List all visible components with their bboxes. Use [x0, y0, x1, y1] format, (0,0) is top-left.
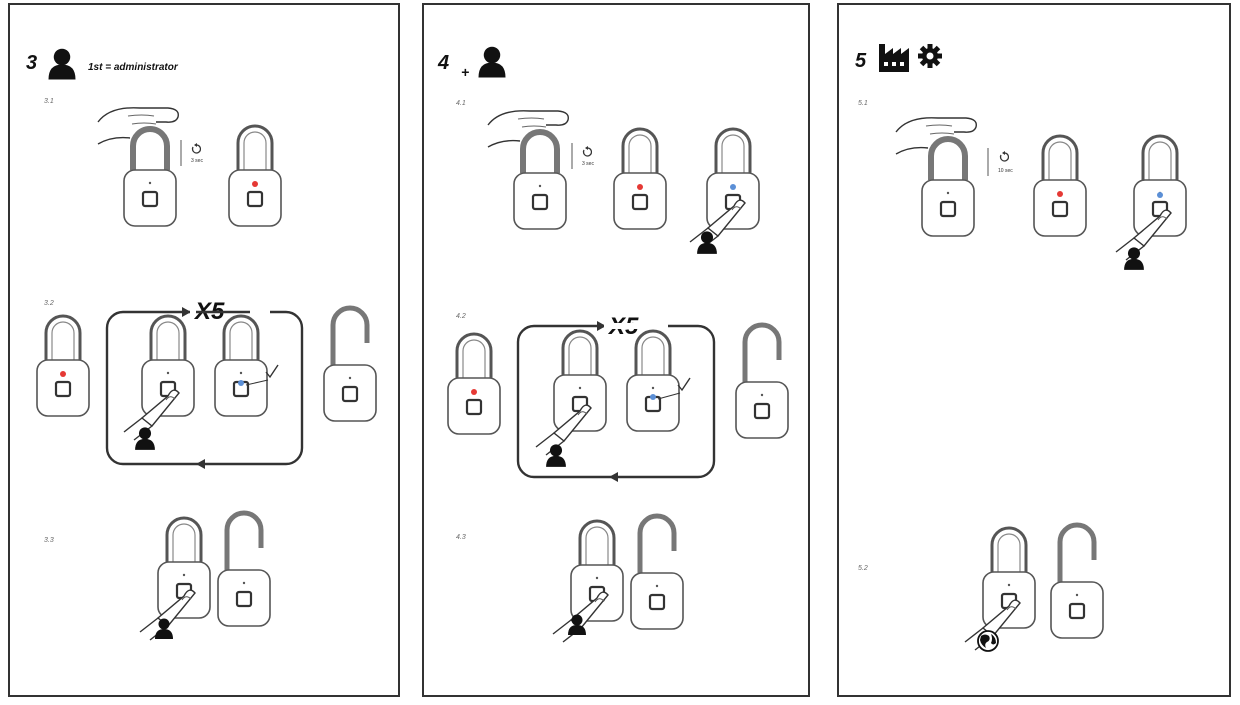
padlock-icon: [1051, 525, 1103, 638]
step-label-3-1: 3.1: [44, 98, 54, 105]
user-icon: [546, 444, 566, 467]
padlock-icon: [922, 139, 974, 236]
step-label-3-3: 3.3: [44, 537, 54, 544]
padlock-icon: [1032, 134, 1088, 238]
blue-led-icon: [650, 394, 656, 400]
blue-led-icon: [238, 380, 244, 386]
administrator-caption: 1st = administrator: [88, 62, 178, 73]
checkmark-icon: [677, 377, 691, 391]
globe-icon: [977, 630, 999, 652]
padlock-icon: [324, 308, 376, 421]
user-icon: [48, 48, 76, 80]
plus-sign: +: [461, 64, 470, 80]
padlock-icon: [213, 314, 269, 418]
padlock-icon: [631, 516, 683, 629]
timer-icon: [999, 150, 1010, 162]
user-icon: [135, 427, 155, 450]
factory-icon: [879, 44, 909, 72]
timer-icon: [582, 145, 593, 157]
padlock-icon: [218, 513, 270, 626]
padlock-icon: [227, 124, 283, 228]
timer-icon: [191, 142, 202, 154]
padlock-icon: [514, 132, 566, 229]
padlock-icon: [446, 332, 502, 436]
timer-label-5: 10 sec: [998, 168, 1013, 174]
step-label-5-2: 5.2: [858, 565, 868, 572]
padlock-icon: [736, 325, 788, 438]
blue-led-icon: [730, 184, 736, 190]
red-led-icon: [1057, 191, 1063, 197]
step-label-3-2: 3.2: [44, 300, 54, 307]
timer-label-3: 3 sec: [191, 158, 203, 164]
step-label-4-3: 4.3: [456, 534, 466, 541]
step-number-3: 3: [26, 52, 38, 74]
step-label-4-2: 4.2: [456, 313, 466, 320]
timer-label-4: 3 sec: [582, 161, 594, 167]
repeat-loop-frame: [105, 310, 304, 466]
padlock-icon: [612, 127, 668, 231]
panel-step-5: [837, 3, 1231, 697]
red-led-icon: [637, 184, 643, 190]
red-led-icon: [252, 181, 258, 187]
step-label-5-1: 5.1: [858, 100, 868, 107]
padlock-icon: [124, 129, 176, 226]
red-led-icon: [471, 389, 477, 395]
step-number-5: 5: [855, 50, 867, 72]
step-number-4: 4: [438, 52, 450, 74]
padlock-icon: [625, 329, 681, 433]
user-icon: [478, 46, 506, 78]
gear-icon: [918, 44, 942, 68]
blue-led-icon: [1157, 192, 1163, 198]
red-led-icon: [60, 371, 66, 377]
padlock-icon: [35, 314, 91, 418]
step-label-4-1: 4.1: [456, 100, 466, 107]
